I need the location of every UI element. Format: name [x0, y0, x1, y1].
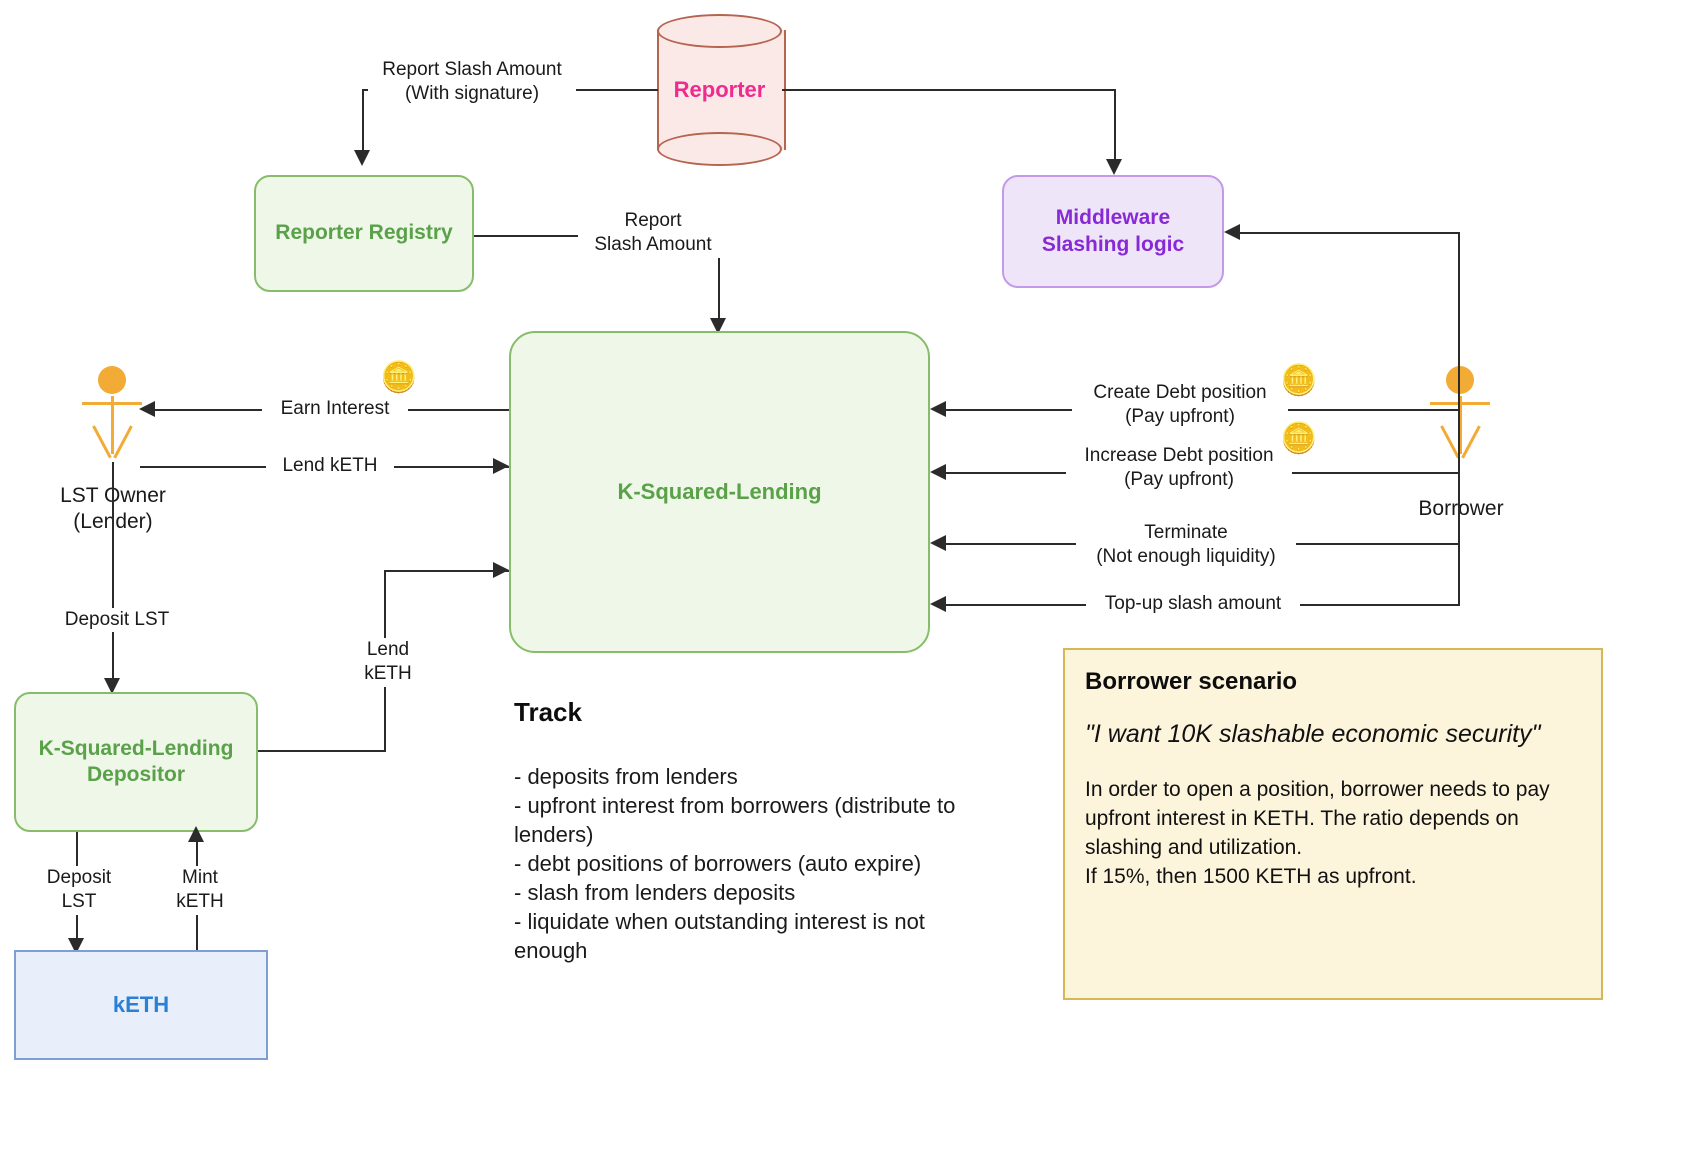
edge-terminate-arrowhead	[930, 535, 946, 551]
actor-leg-left-icon	[92, 425, 112, 459]
actor-spine-icon	[1459, 396, 1462, 454]
node-keth[interactable]: kETH	[14, 950, 268, 1060]
edge-label-lend-keth-depositor: Lend kETH	[336, 638, 440, 687]
edge-lend-keth-depositor-h2	[384, 570, 509, 572]
edge-label-deposit-lst-keth: Deposit LST	[22, 866, 136, 915]
edge-label-topup-slash: Top-up slash amount	[1086, 592, 1300, 617]
node-reporter-registry-label: Reporter Registry	[275, 221, 453, 245]
node-depositor-label: K-Squared-Lending Depositor	[38, 736, 234, 786]
edge-reporter-middleware-arrowhead	[1106, 159, 1122, 175]
node-middleware-label: Middleware Slashing logic	[1041, 206, 1185, 256]
actor-head-icon	[98, 366, 126, 394]
note-body: In order to open a position, borrower ne…	[1085, 778, 1550, 888]
note-title: Borrower scenario	[1085, 668, 1298, 695]
edge-label-report-slash-signed: Report Slash Amount (With signature)	[368, 58, 576, 107]
node-reporter-registry[interactable]: Reporter Registry	[254, 175, 474, 292]
node-middleware-slashing-logic[interactable]: Middleware Slashing logic	[1002, 175, 1224, 288]
edge-report-slash-signed-v	[362, 89, 364, 152]
edge-topup-slash-arrowhead	[930, 596, 946, 612]
edge-lend-keth-depositor-arrowhead	[493, 562, 509, 578]
actor-borrower-label: Borrower	[1418, 497, 1504, 520]
coins-icon-increase-debt: 🪙	[1280, 422, 1318, 455]
edge-label-create-debt: Create Debt position (Pay upfront)	[1072, 381, 1288, 430]
edge-report-slash-v	[718, 235, 720, 320]
node-k-squared-lending-label: K-Squared-Lending	[617, 479, 822, 505]
edge-reporter-middleware-v	[1114, 89, 1116, 161]
track-title: Track	[514, 697, 582, 727]
actor-leg-right-icon	[1461, 425, 1481, 459]
actor-head-icon	[1446, 366, 1474, 394]
edge-label-deposit-lst: Deposit LST	[48, 608, 186, 633]
coins-icon-earn-interest: 🪙	[380, 361, 418, 394]
edge-borrower-middleware-h	[1240, 232, 1460, 234]
borrower-scenario-note: Borrower scenario "I want 10K slashable …	[1063, 648, 1603, 1000]
edge-mint-keth-arrowhead	[188, 826, 204, 842]
actor-leg-right-icon	[113, 425, 133, 459]
node-keth-label: kETH	[112, 992, 170, 1018]
edge-reporter-middleware-h	[782, 89, 1116, 91]
node-k-squared-lending-depositor[interactable]: K-Squared-Lending Depositor	[14, 692, 258, 832]
edge-deposit-lst-arrowhead	[104, 678, 120, 694]
edge-label-lend-keth: Lend kETH	[266, 454, 394, 479]
edge-report-slash-signed-arrowhead	[354, 150, 370, 166]
actor-spine-icon	[111, 396, 114, 454]
actor-leg-left-icon	[1440, 425, 1460, 459]
edge-deposit-lst-line	[112, 462, 114, 680]
edge-label-terminate: Terminate (Not enough liquidity)	[1076, 521, 1296, 570]
node-reporter[interactable]: Reporter	[657, 14, 786, 166]
edge-label-increase-debt: Increase Debt position (Pay upfront)	[1066, 444, 1292, 493]
actor-borrower[interactable]	[1424, 366, 1496, 484]
edge-label-mint-keth: Mint kETH	[146, 866, 254, 915]
edge-lend-keth-depositor-h1	[258, 750, 386, 752]
actor-lst-owner[interactable]	[76, 366, 148, 484]
coins-icon-create-debt: 🪙	[1280, 364, 1318, 397]
edge-label-earn-interest: Earn Interest	[262, 397, 408, 422]
edge-label-report-slash: Report Slash Amount	[578, 209, 728, 258]
node-k-squared-lending[interactable]: K-Squared-Lending	[509, 331, 930, 653]
node-reporter-label: Reporter	[673, 77, 766, 102]
actor-lst-owner-label: LST Owner (Lender)	[60, 484, 166, 534]
edge-lend-keth-arrowhead	[493, 458, 509, 474]
edge-borrower-middleware-arrowhead	[1224, 224, 1240, 240]
cylinder-top	[657, 14, 782, 48]
edge-increase-debt-arrowhead	[930, 464, 946, 480]
edge-report-slash-arrowhead	[710, 318, 726, 334]
cylinder-bottom	[657, 132, 782, 166]
edge-earn-interest-arrowhead	[139, 401, 155, 417]
edge-create-debt-arrowhead	[930, 401, 946, 417]
track-list: - deposits from lenders - upfront intere…	[514, 764, 956, 964]
edge-borrower-middleware-v	[1458, 232, 1460, 604]
note-quote: "I want 10K slashable economic security"	[1085, 720, 1541, 748]
